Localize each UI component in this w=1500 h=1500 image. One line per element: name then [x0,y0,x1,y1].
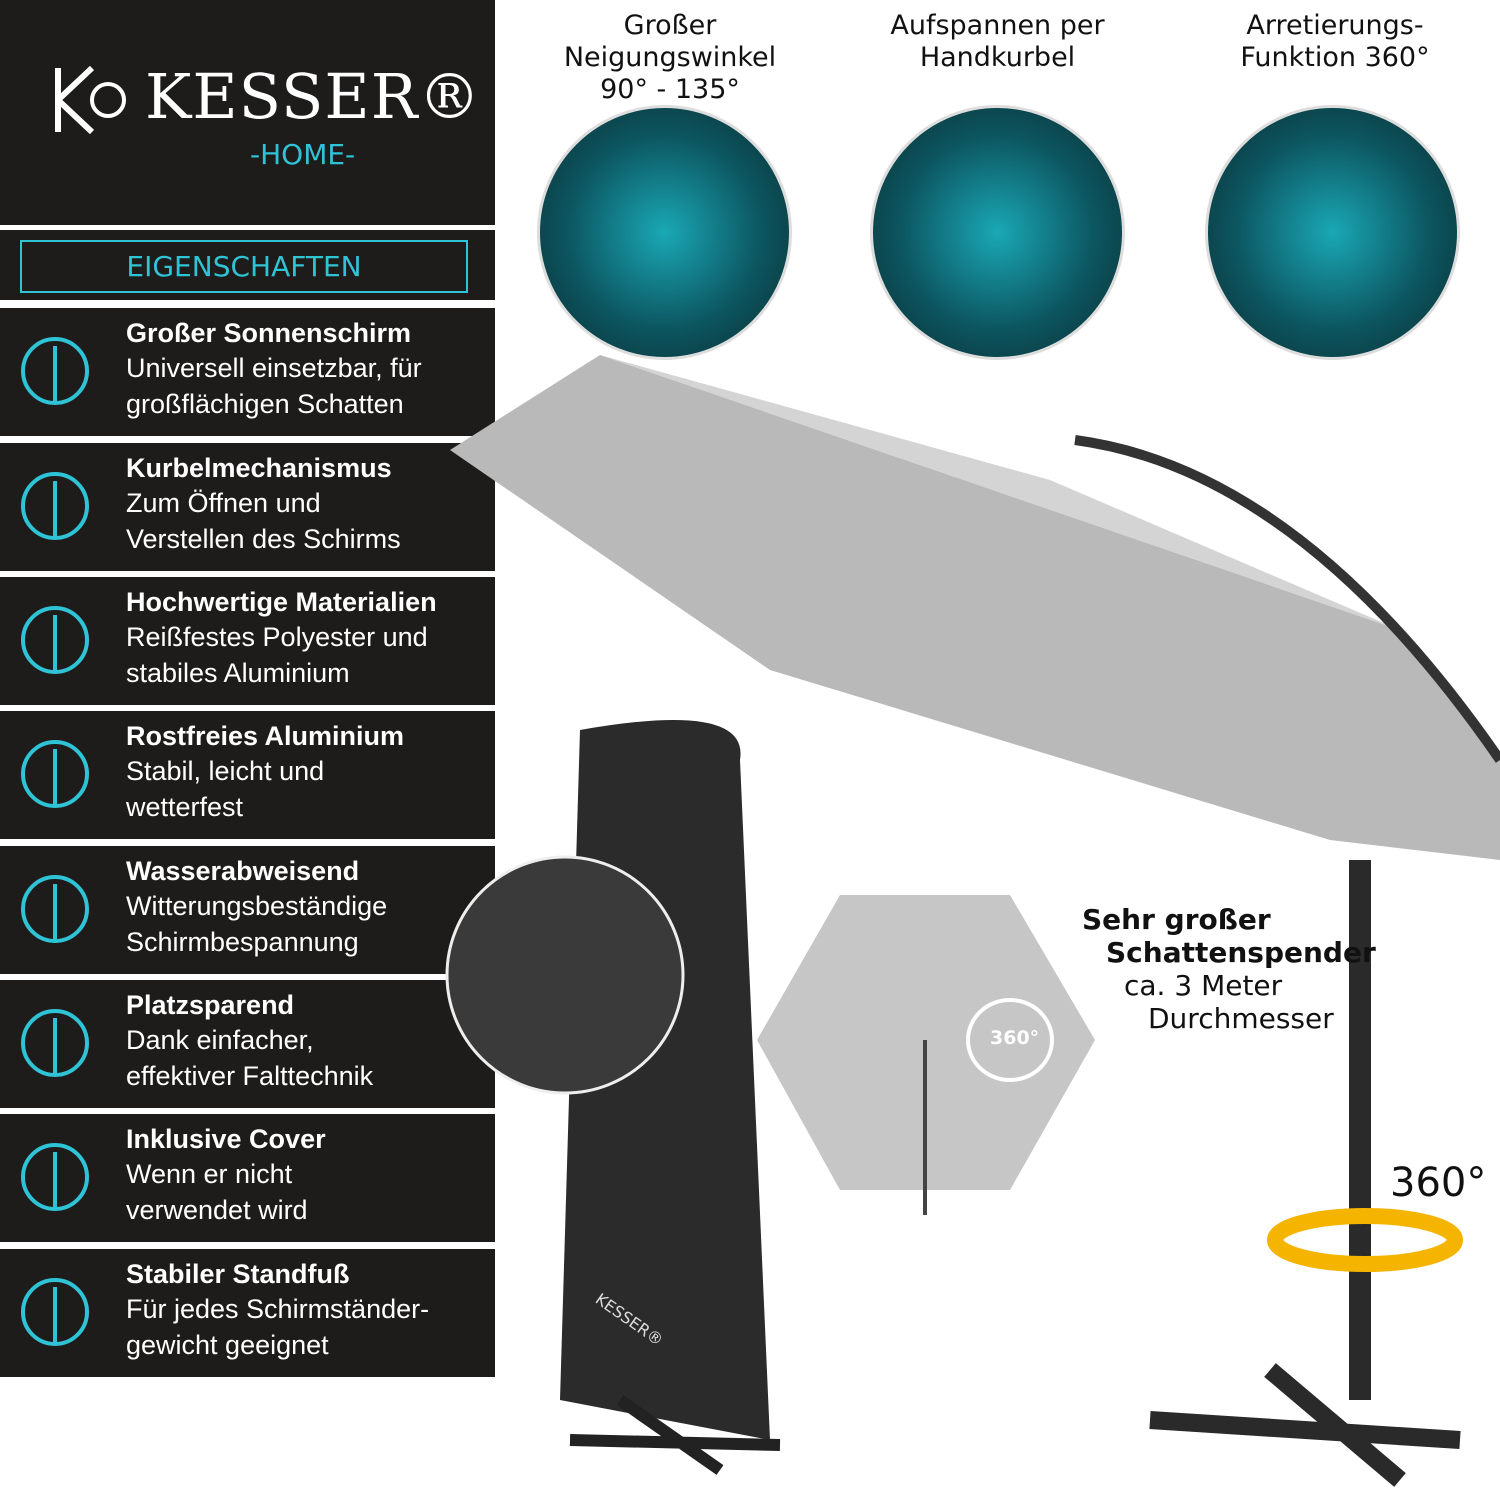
feature-description: Dank einfacher, effektiver Falttechnik [126,1025,374,1091]
shield-hands-icon [21,606,89,674]
compress-icon [21,1009,89,1077]
rotation-label: 360° [1390,1160,1487,1206]
tilt-detail-image [537,105,792,360]
feature-row: Großer Sonnenschirm Universell einsetzba… [0,308,495,436]
shade-line3: ca. 3 Meter [1124,969,1283,1002]
feature-row: Hochwertige Materialien Reißfestes Polye… [0,577,495,705]
brand-logo: KESSER® -HOME- [0,0,495,225]
feature-title: Stabiler Standfuß [126,1259,350,1289]
section-header: EIGENSCHAFTEN [0,230,495,300]
feature-row: Kurbelmechanismus Zum Öffnen und Verstel… [0,443,495,571]
feature-title: Wasserabweisend [126,856,360,886]
cover-icon [21,1143,89,1211]
water-drops-icon [21,875,89,943]
feature-title: Hochwertige Materialien [126,587,437,617]
section-title: EIGENSCHAFTEN [20,240,468,293]
feature-description: Wenn er nicht verwendet wird [126,1159,308,1225]
stand-icon [21,1278,89,1346]
feature-description: Für jedes Schirmständer- gewicht geeigne… [126,1294,430,1360]
feature-title: Großer Sonnenschirm [126,318,412,348]
brand-sub: -HOME- [250,138,356,171]
feature-description: Witterungsbeständige Schirmbespannung [126,891,388,957]
caption-crank: Aufspannen per Handkurbel [890,10,1105,73]
lock-detail-image [1205,105,1460,360]
rotation-badge: 360° [990,1027,1040,1049]
logo-monogram-icon [55,65,126,135]
feature-description: Stabil, leicht und wetterfest [126,756,325,822]
feature-row: Wasserabweisend Witterungsbeständige Sch… [0,846,495,974]
feature-row: Platzsparend Dank einfacher, effektiver … [0,980,495,1108]
feature-title: Kurbelmechanismus [126,453,392,483]
brand-name: KESSER® [145,60,482,133]
feature-title: Rostfreies Aluminium [126,721,405,751]
umbrella-icon [21,337,89,405]
feature-description: Zum Öffnen und Verstellen des Schirms [126,488,401,554]
feature-row: Stabiler Standfuß Für jedes Schirmstände… [0,1249,495,1377]
shade-line1: Sehr großer [1082,903,1271,936]
feature-description: Universell einsetzbar, für großflächigen… [126,353,422,419]
caption-tilt: Großer Neigungswinkel 90° - 135° [563,10,777,105]
feature-row: Inklusive Cover Wenn er nicht verwendet … [0,1114,495,1242]
shade-line2: Schattenspender [1106,936,1376,969]
feature-title: Inklusive Cover [126,1124,326,1154]
caption-lock: Arretierungs- Funktion 360° [1240,10,1430,73]
crank-detail-image [870,105,1125,360]
beam-icon [21,740,89,808]
feature-row: Rostfreies Aluminium Stabil, leicht und … [0,711,495,839]
shade-line4: Durchmesser [1148,1002,1334,1035]
feature-description: Reißfestes Polyester und stabiles Alumin… [126,622,428,688]
feature-title: Platzsparend [126,990,295,1020]
crank-icon [21,472,89,540]
